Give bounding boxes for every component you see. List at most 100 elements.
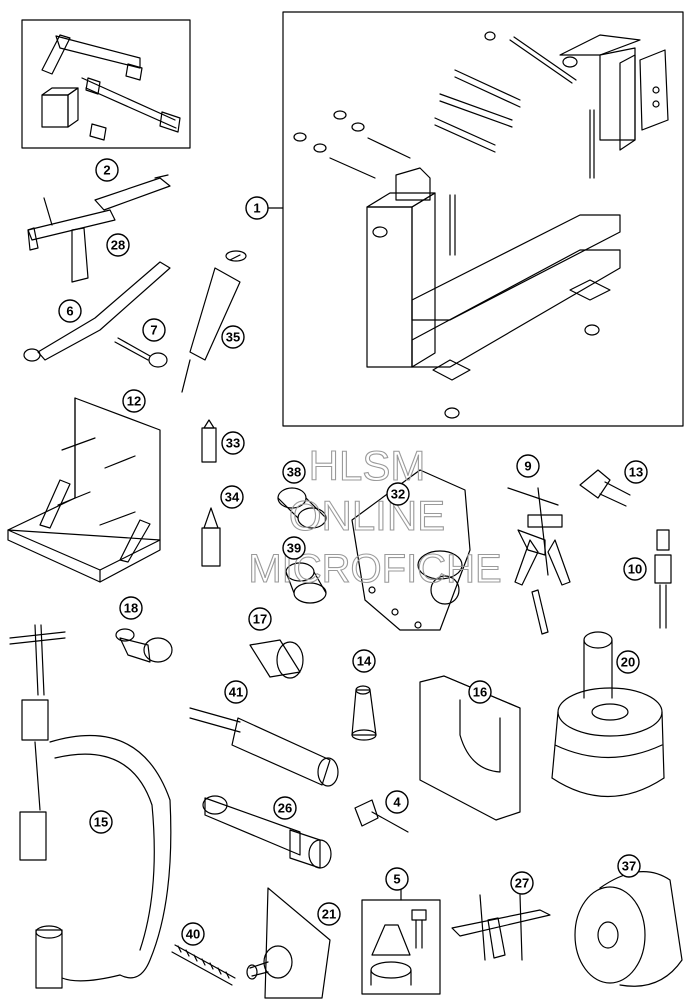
callout-12: 12 [122,389,146,413]
callout-10: 10 [623,557,647,581]
callout-5-circle [385,867,409,891]
callout-32-circle [386,482,410,506]
callout-39-label: 39 [287,541,301,556]
watermark-line-2: ONLINE [289,492,445,539]
callout-2-label: 2 [103,163,110,178]
callout-14: 14 [352,649,376,673]
callout-41-label: 41 [229,685,243,700]
callout-37-circle [617,854,641,878]
callout-32: 32 [386,482,410,506]
callout-14-circle [352,649,376,673]
callout-38-label: 38 [287,465,301,480]
callout-16-label: 16 [473,685,487,700]
callout-1-label: 1 [253,201,260,216]
puller-tool-28 [27,174,171,283]
key-tool-4 [354,799,409,833]
tool-set-5 [361,887,441,995]
callout-14-label: 14 [357,654,372,669]
callout-16: 16 [468,680,492,704]
callout-37: 37 [617,854,641,878]
bracket-tool-21 [246,887,331,999]
callout-4: 4 [385,790,409,814]
callout-27-label: 27 [515,876,529,891]
plate-tool-32 [351,469,471,631]
callout-1-circle [245,196,269,220]
callout-18: 18 [119,596,143,620]
callout-26-label: 26 [278,801,292,816]
mounting-plate-tool-12 [7,397,161,583]
pin-tool-7 [114,337,168,368]
callout-28-circle [106,233,130,257]
callout-33-circle [221,431,245,455]
callout-40: 40 [181,922,205,946]
callout-35-label: 35 [226,330,240,345]
callout-9-label: 9 [524,459,531,474]
callout-26-circle [273,796,297,820]
puller-tool-9 [507,487,571,635]
callout-32-label: 32 [391,487,405,502]
callout-18-label: 18 [124,601,138,616]
callout-15-circle [89,810,113,834]
callout-10-label: 10 [628,562,642,577]
spreader-tool-14 [351,685,377,741]
callout-34-label: 34 [225,490,240,505]
callout-28-label: 28 [111,238,125,253]
callout-38-circle [282,460,306,484]
callout-41: 41 [224,680,248,704]
support-block-tool-16 [419,675,521,821]
callout-21-circle [317,902,341,926]
callout-33-label: 33 [226,436,240,451]
press-cup-tool-20 [551,631,665,798]
sleeve-tool-17 [249,639,304,679]
callout-2-circle [95,158,119,182]
callout-13-circle [624,460,648,484]
callout-20-circle [616,650,640,674]
callout-9-circle [516,454,540,478]
callout-7-circle [142,318,166,342]
grease-gun-tool-35 [181,250,247,393]
callout-17: 17 [248,607,272,631]
callout-12-circle [122,389,146,413]
callout-20: 20 [616,650,640,674]
socket-tool-26 [202,795,332,869]
callout-17-circle [248,607,272,631]
adapter-tool-13 [579,469,631,507]
press-ring-tool-37 [574,871,683,987]
callout-13-label: 13 [629,465,643,480]
callout-5: 5 [385,867,409,891]
callout-33: 33 [221,431,245,455]
callout-15-label: 15 [94,815,108,830]
callout-18-circle [119,596,143,620]
callout-40-label: 40 [186,927,200,942]
callout-6: 6 [58,299,82,323]
callout-16-circle [468,680,492,704]
callout-27-circle [510,871,534,895]
callout-21-label: 21 [322,907,336,922]
punch-tool-10 [654,529,672,629]
watermark-line-1: HLSM [309,442,426,489]
callout-20-label: 20 [621,655,635,670]
callout-21: 21 [317,902,341,926]
holding-bracket-tool [41,34,181,141]
callout-26: 26 [273,796,297,820]
callout-34: 34 [220,485,244,509]
thread-lock-bottle-33 [201,419,217,463]
callout-38: 38 [282,460,306,484]
sleeve-tool-38 [277,487,327,529]
thread-lock-bottle-34 [201,507,221,567]
callout-28: 28 [106,233,130,257]
holder-frame-box [21,19,191,149]
drift-tool-41 [189,707,339,787]
callout-7-label: 7 [150,323,157,338]
callout-6-label: 6 [66,304,73,319]
callout-2: 2 [95,158,119,182]
callout-4-circle [385,790,409,814]
callout-12-label: 12 [127,394,141,409]
callout-13: 13 [624,460,648,484]
callout-15: 15 [89,810,113,834]
spring-tool-40 [171,944,236,986]
engine-stand-tool [293,31,669,419]
callout-39-circle [282,536,306,560]
